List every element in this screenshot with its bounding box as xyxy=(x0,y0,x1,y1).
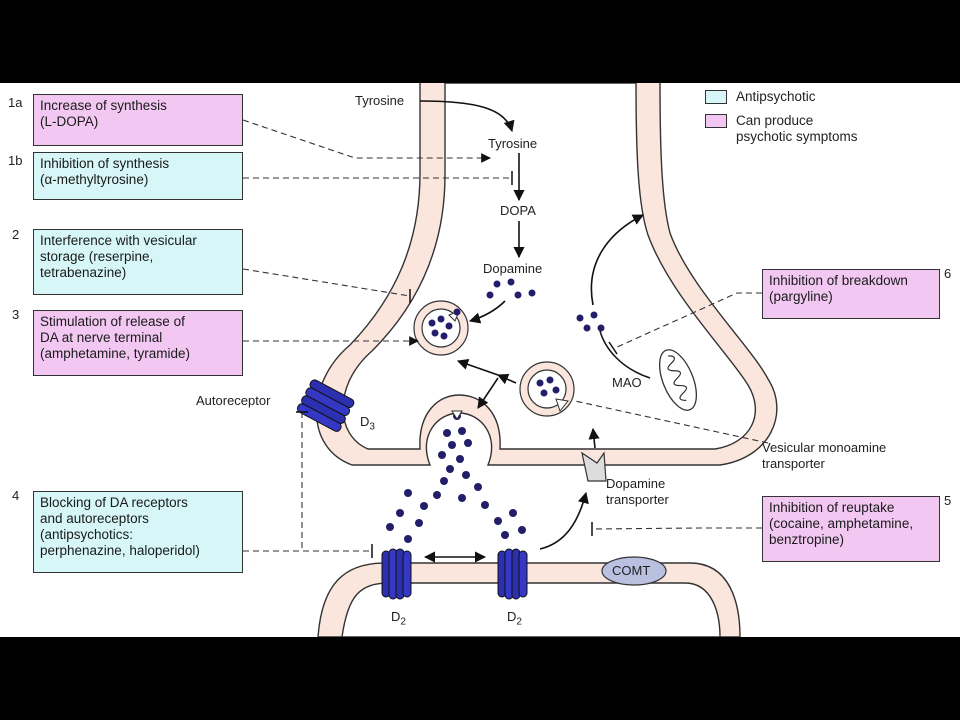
inhibition-bars xyxy=(296,171,618,558)
presynaptic-cytoplasm xyxy=(342,83,757,450)
step-number-5: 5 xyxy=(944,493,952,508)
box-vesicular-storage: Interference with vesicular storage (res… xyxy=(33,229,243,295)
step-number-4: 4 xyxy=(12,488,20,503)
step-number-1a: 1a xyxy=(8,95,23,110)
dopamine-mao xyxy=(576,311,605,332)
vesicle-transporter-marker xyxy=(451,410,463,420)
d3-autoreceptor-icon xyxy=(296,379,355,432)
box-increase-synthesis: Increase of synthesis (L-DOPA) xyxy=(33,94,243,146)
legend-swatch-antipsychotic xyxy=(705,90,727,104)
label-dopamine: Dopamine xyxy=(483,261,543,276)
legend-label-antipsychotic: Antipsychotic xyxy=(736,89,816,104)
dopamine-cytosol xyxy=(486,278,536,299)
postsynaptic-cytoplasm xyxy=(341,582,721,637)
label-mao: MAO xyxy=(612,375,642,390)
label-comt: COMT xyxy=(612,563,651,578)
label-tyrosine-input: Tyrosine xyxy=(355,93,405,108)
label-vesicular-monoamine-transporter: Vesicular monoamine transporter xyxy=(762,440,887,471)
label-dopa: DOPA xyxy=(500,203,536,218)
arrow-reuptake-in xyxy=(588,427,600,449)
exocytosis-dopamine xyxy=(386,412,526,543)
legend-swatch-psychotic xyxy=(705,114,727,128)
box-inhibition-breakdown: Inhibition of breakdown (pargyline) xyxy=(762,269,940,319)
comt-enzyme-icon xyxy=(601,556,667,586)
arrow-to-cleft xyxy=(477,377,499,409)
dopamine-transporter-icon xyxy=(581,451,607,482)
arrow-reuptake-to-cytosol xyxy=(599,330,651,379)
dashed-action-lines xyxy=(242,119,769,552)
legend-label-psychotic: Can produce psychotic symptoms xyxy=(736,113,858,144)
arrow-to-storage xyxy=(456,359,499,376)
arrow-dopamine-vesicle xyxy=(468,300,506,324)
storage-vesicle xyxy=(413,300,469,356)
arrow-reuptake-d2 xyxy=(539,491,589,550)
release-vesicle xyxy=(519,361,575,417)
box-receptor-blocking: Blocking of DA receptors and autorecepto… xyxy=(33,491,243,573)
label-d2-left: D2 xyxy=(391,609,406,628)
label-d2-right: D2 xyxy=(507,609,522,628)
step-number-3: 3 xyxy=(12,307,20,322)
d2-receptor-left-icon xyxy=(381,548,412,600)
label-tyrosine: Tyrosine xyxy=(488,136,538,151)
synapse-diagram xyxy=(242,83,778,637)
arrow-breakdown-out xyxy=(590,214,644,306)
box-inhibition-reuptake: Inhibition of reuptake (cocaine, ampheta… xyxy=(762,496,940,562)
label-autoreceptor: Autoreceptor xyxy=(196,393,271,408)
box-release-stimulation: Stimulation of release of DA at nerve te… xyxy=(33,310,243,376)
d2-receptor-right-icon xyxy=(497,548,528,600)
label-dopamine-transporter: Dopamine transporter xyxy=(606,476,669,507)
step-number-1b: 1b xyxy=(8,153,23,168)
diagram-panel: 1a Increase of synthesis (L-DOPA) 1b Inh… xyxy=(0,83,960,637)
step-number-2: 2 xyxy=(12,227,20,242)
mitochondrion-icon xyxy=(658,349,698,411)
box-inhibition-synthesis: Inhibition of synthesis (α-methyltyrosin… xyxy=(33,152,243,200)
arrow-tyrosine-in xyxy=(419,100,515,133)
label-d3: D3 xyxy=(360,414,375,433)
step-number-6: 6 xyxy=(944,266,952,281)
arrow-release-split xyxy=(496,373,517,385)
